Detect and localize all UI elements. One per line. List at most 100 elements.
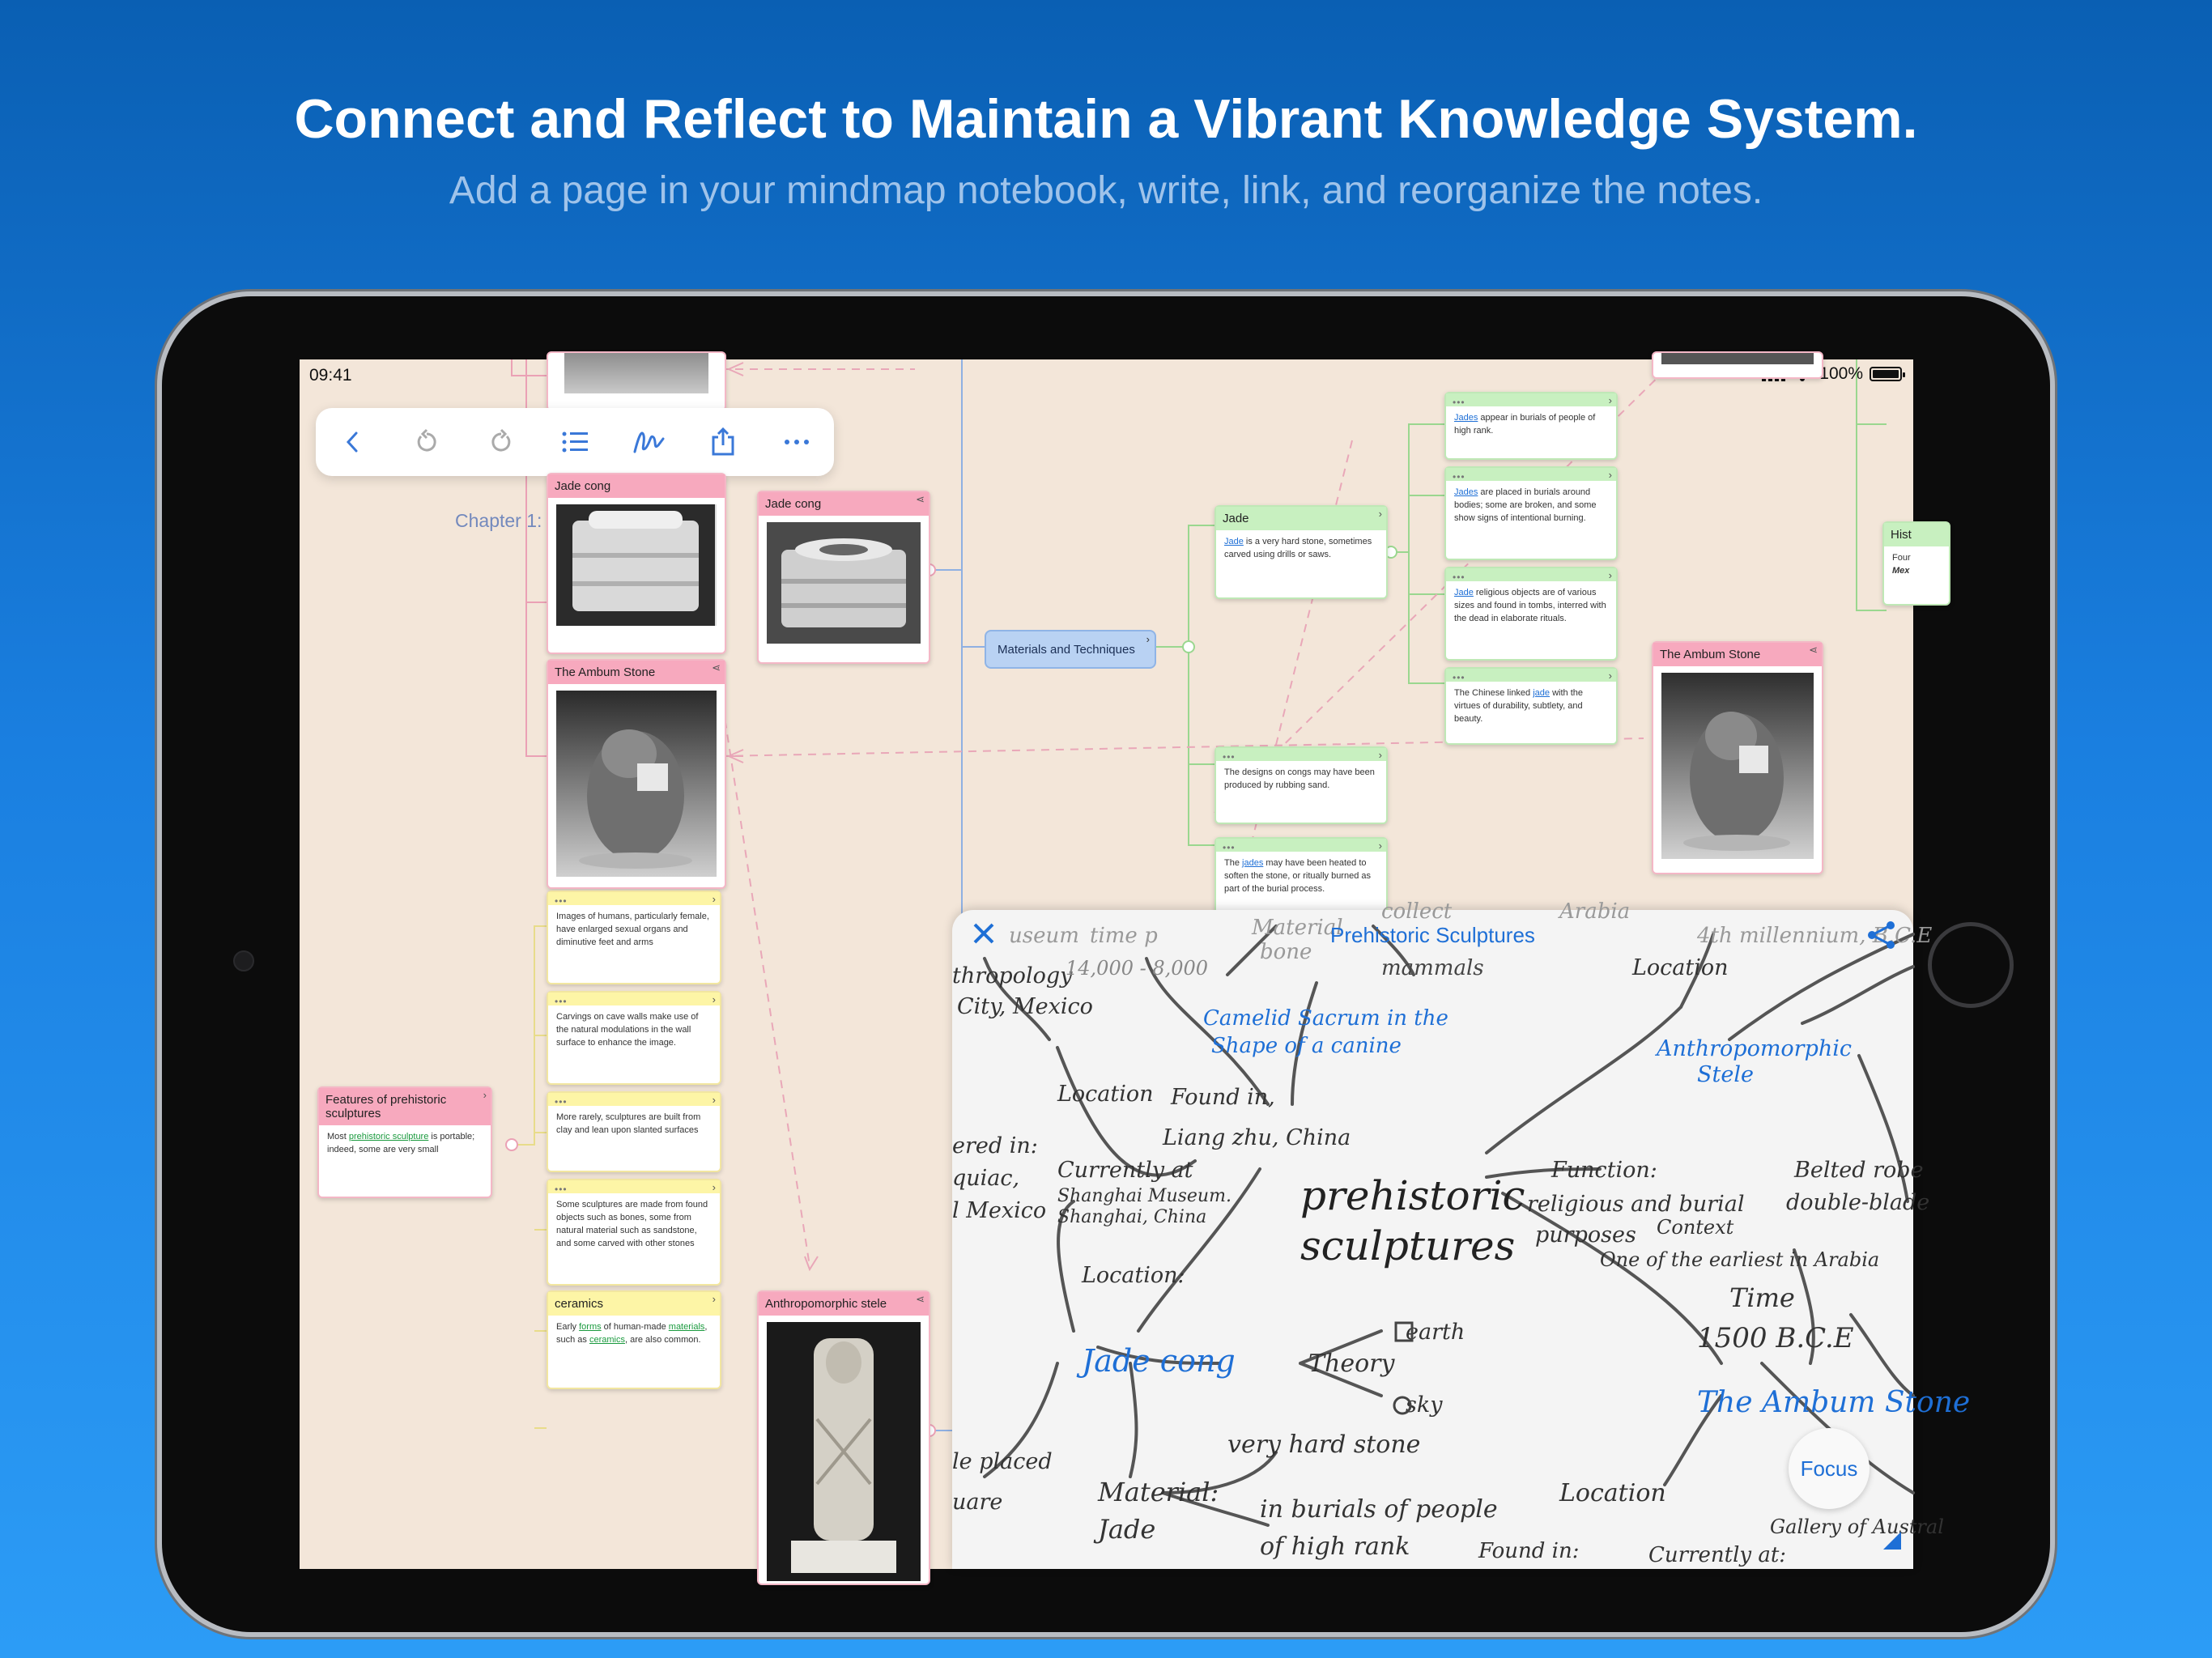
link[interactable]: Jades — [1454, 413, 1478, 423]
hw-top-collect: collect — [1381, 899, 1453, 924]
connect-icon[interactable]: ⋖ — [916, 1293, 925, 1305]
card-text: may have been heated to soften the stone… — [1224, 858, 1371, 894]
card-header: •••› — [1446, 669, 1616, 683]
more-icon — [785, 440, 810, 444]
card-body: Jades are placed in burials around bodie… — [1446, 481, 1616, 529]
hw-material: Material: — [1097, 1477, 1219, 1507]
battery-percent: 100% — [1819, 364, 1863, 383]
card-title: The Ambum Stone — [555, 665, 656, 679]
note-yellow-2[interactable]: •••› Carvings on cave walls make use of … — [547, 991, 721, 1085]
home-button[interactable] — [1928, 922, 2014, 1008]
pen-icon — [633, 432, 665, 453]
note-jade-1[interactable]: •••› Jades appear in burials of people o… — [1444, 392, 1618, 460]
dots-icon: ••• — [1453, 672, 1465, 683]
note-jade-3[interactable]: •••› Jade religious objects are of vario… — [1444, 567, 1618, 661]
hw-jade-cong: Jade cong — [1076, 1343, 1236, 1379]
dots-icon: ••• — [1223, 842, 1236, 853]
card-body: Most prehistoric sculpture is portable; … — [319, 1125, 491, 1161]
card-text: religious objects are of various sizes a… — [1454, 588, 1606, 623]
link[interactable]: jade — [1533, 688, 1551, 698]
redo-icon — [491, 428, 510, 452]
hw-location-3: Location — [1631, 955, 1729, 980]
dots-icon: ••• — [1453, 397, 1465, 408]
dots-icon: ••• — [555, 1096, 568, 1107]
chevron-right-icon: › — [1378, 508, 1382, 520]
card-text: Four — [1892, 553, 1911, 563]
link[interactable]: materials — [668, 1322, 705, 1332]
dots-icon: ••• — [1223, 751, 1236, 763]
hw-top-mammals: mammals — [1381, 956, 1484, 980]
hw-very-hard: very hard stone — [1227, 1431, 1420, 1459]
undo-button[interactable] — [406, 422, 447, 462]
hw-city: City, Mexico — [957, 994, 1093, 1019]
card-ambum-stone-left[interactable]: The Ambum Stone ⋖ — [547, 659, 726, 889]
close-button[interactable] — [970, 920, 998, 951]
hw-location-2: Location: — [1081, 1263, 1185, 1288]
card-ceramics[interactable]: ceramics› Early forms of human-made mate… — [547, 1290, 721, 1389]
focus-button[interactable]: Focus — [1789, 1428, 1870, 1509]
share-button[interactable] — [1866, 920, 1897, 954]
share-button[interactable] — [703, 422, 743, 462]
card-body: Jade is a very hard stone, sometimes car… — [1216, 530, 1386, 566]
link[interactable]: prehistoric sculpture — [348, 1132, 429, 1141]
back-icon — [346, 432, 358, 453]
card-text: Some sculptures are made from found obje… — [556, 1200, 708, 1248]
topic-materials-and-techniques[interactable]: Materials and Techniques› — [985, 630, 1156, 669]
card-header: •••› — [1446, 393, 1616, 408]
outline-button[interactable] — [555, 422, 595, 462]
card-header: •••› — [548, 1093, 720, 1107]
card-ambum-stone-right[interactable]: The Ambum Stone⋖ — [1652, 641, 1823, 874]
partial-image-card-top-right[interactable] — [1652, 351, 1823, 379]
hw-years: 14,000 - 8,000 — [1066, 957, 1208, 980]
back-button[interactable] — [333, 422, 373, 462]
note-yellow-1[interactable]: •••› Images of humans, particularly fema… — [547, 891, 721, 984]
hw-theory: Theory — [1308, 1350, 1395, 1378]
hw-shanghai: Shanghai Museum. — [1057, 1186, 1231, 1206]
link[interactable]: forms — [579, 1322, 602, 1332]
note-jade-4[interactable]: •••› The Chinese linked jade with the vi… — [1444, 667, 1618, 745]
card-text: The designs on congs may have been produ… — [1224, 767, 1375, 790]
handwriting-panel[interactable]: Prehistoric Sculptures — [952, 899, 1970, 1569]
chevron-right-icon: › — [712, 1181, 716, 1193]
note-yellow-4[interactable]: ••• › Some sculptures are made from found… — [547, 1179, 721, 1286]
hw-function-3: purposes — [1535, 1222, 1636, 1248]
card-header: The Ambum Stone⋖ — [1653, 643, 1822, 666]
chevron-right-icon: › — [483, 1089, 487, 1101]
link[interactable]: Jades — [1454, 487, 1478, 497]
card-text: appear in burials of people of high rank… — [1454, 413, 1596, 436]
hw-center-2: sculptures — [1300, 1222, 1515, 1269]
link[interactable]: Jade — [1224, 537, 1244, 546]
hw-time-1: Time — [1729, 1282, 1795, 1313]
link[interactable]: jades — [1242, 858, 1264, 868]
dots-icon: ••• — [555, 1184, 568, 1195]
note-cong-1[interactable]: •••› The designs on congs may have been … — [1214, 746, 1388, 824]
card-header: •••› — [548, 892, 720, 907]
card-text: are placed in burials around bodies; som… — [1454, 487, 1597, 523]
link[interactable]: ceramics — [589, 1335, 625, 1345]
partial-image-card-top[interactable] — [547, 351, 726, 411]
hw-camelid-1: Camelid Sacrum in the — [1203, 1006, 1448, 1031]
hw-top-bone: bone — [1260, 940, 1312, 964]
card-header: •••› — [1216, 839, 1386, 853]
note-yellow-3[interactable]: •••› More rarely, sculptures are built f… — [547, 1091, 721, 1172]
redo-button[interactable] — [481, 422, 521, 462]
hw-left-1: ered in: — [952, 1133, 1038, 1158]
more-button[interactable] — [776, 422, 817, 462]
card-features[interactable]: Features of prehistoric sculptures› Most… — [317, 1086, 492, 1198]
note-jade-2[interactable]: •••› Jades are placed in burials around … — [1444, 466, 1618, 560]
hw-left-2: quiac, — [952, 1166, 1019, 1191]
card-jade-cong-1[interactable]: Jade cong — [547, 473, 726, 654]
connect-icon[interactable]: ⋖ — [712, 661, 721, 674]
card-jade-cong-2[interactable]: Jade cong⋖ — [757, 491, 930, 664]
card-anthropomorphic-stele[interactable]: Anthropomorphic stele⋖ — [757, 1290, 930, 1585]
card-header: Jade cong⋖ — [759, 492, 929, 516]
card-jade[interactable]: Jade › Jade is a very hard stone, sometim… — [1214, 505, 1388, 599]
connect-icon[interactable]: ⋖ — [1809, 644, 1818, 656]
status-time: 09:41 — [309, 366, 352, 385]
connect-icon[interactable]: ⋖ — [916, 493, 925, 505]
note-cong-2[interactable]: •••› The jades may have been heated to s… — [1214, 837, 1388, 921]
link[interactable]: Jade — [1454, 588, 1474, 597]
camera-icon — [233, 950, 254, 971]
pen-button[interactable] — [628, 422, 669, 462]
